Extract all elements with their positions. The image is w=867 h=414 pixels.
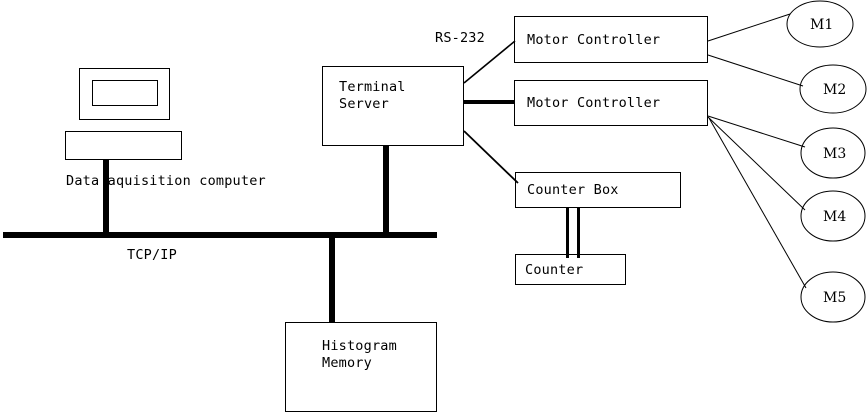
terminal-server-label-line1: Terminal	[339, 79, 406, 95]
tcpip-bus-line	[3, 232, 437, 238]
link-mc2-to-m5	[708, 117, 807, 289]
daq-computer-label: Data aquisition computer	[66, 173, 266, 189]
motor-controller-1-box	[514, 16, 708, 63]
daq-monitor-screen	[92, 80, 158, 106]
histogram-memory-bus-stem	[329, 235, 335, 323]
motor-ellipse-m3	[800, 127, 866, 179]
counter-box-box	[515, 172, 681, 208]
motor-ellipse-m4	[800, 190, 866, 242]
rs232-label: RS-232	[435, 30, 485, 46]
link-termserver-to-mc1	[463, 40, 516, 84]
motor-controller-2-label: Motor Controller	[527, 95, 661, 111]
motor-label-m4: M4	[823, 209, 847, 225]
daq-monitor-outer	[79, 68, 170, 120]
daq-bus-stem-overlap	[103, 160, 109, 235]
terminal-server-box	[322, 66, 464, 146]
motor-label-m2: M2	[823, 82, 847, 98]
counter-label: Counter	[525, 262, 584, 278]
terminal-server-label-line2: Server	[339, 96, 389, 112]
link-mc2-to-m3	[707, 115, 806, 148]
histogram-memory-label-line1: Histogram	[322, 338, 397, 354]
link-mc2-to-m4	[707, 116, 806, 211]
motor-ellipse-m5	[800, 271, 866, 323]
motor-label-m1: M1	[810, 17, 834, 33]
counter-box	[515, 254, 626, 285]
link-counterbox-to-counter-b	[577, 208, 580, 258]
motor-controller-2-box	[514, 80, 708, 126]
link-mc1-to-m1	[707, 13, 791, 42]
tcpip-bus-label: TCP/IP	[127, 247, 177, 263]
histogram-memory-box	[285, 322, 437, 412]
link-termserver-to-mc2	[464, 100, 515, 104]
daq-computer-base	[65, 131, 182, 160]
motor-label-m3: M3	[823, 146, 847, 162]
link-termserver-to-counterbox	[463, 130, 519, 184]
link-counterbox-to-counter-a	[566, 208, 569, 258]
counter-box-label: Counter Box	[527, 182, 619, 198]
histogram-memory-label-line2: Memory	[322, 355, 372, 371]
motor-ellipse-m2	[799, 64, 867, 114]
motor-controller-1-label: Motor Controller	[527, 32, 661, 48]
motor-label-m5: M5	[823, 290, 847, 306]
motor-ellipse-m1	[786, 0, 854, 48]
link-mc1-to-m2	[707, 54, 804, 87]
terminal-server-bus-stem	[383, 146, 389, 235]
